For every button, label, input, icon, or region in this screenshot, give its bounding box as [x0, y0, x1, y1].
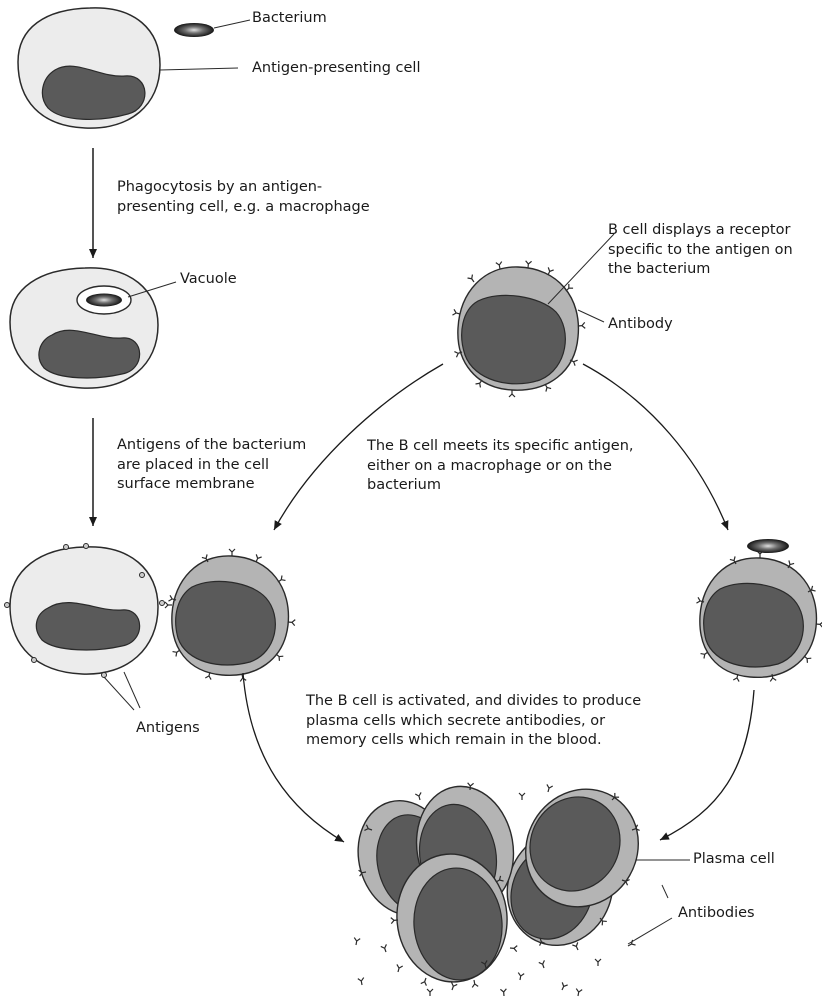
b-cell-at-bacterium [695, 550, 822, 683]
label-antigen-presenting-cell: Antigen-presenting cell [252, 60, 421, 76]
plasma-cell [525, 788, 639, 908]
macrophage-with-antigens [9, 546, 159, 675]
label-vacuole: Vacuole [180, 271, 237, 287]
antigens-leader-1 [103, 676, 135, 711]
antibodies-leader-1 [627, 917, 673, 945]
arrow-to-bacterium [582, 363, 729, 531]
label-antigens: Antigens [136, 720, 200, 736]
bound-bacterium [747, 539, 789, 553]
antigen-markers [4, 543, 165, 678]
receptor-leader [547, 233, 615, 305]
vacuole-leader [127, 281, 177, 298]
arrow-to-macrophage [273, 363, 444, 531]
cell-with-vacuole [9, 267, 159, 389]
label-b-cell-receptor: B cell displays a receptor specific to t… [608, 222, 793, 277]
label-antibodies: Antibodies [678, 905, 755, 921]
bacterium-leader [213, 19, 251, 29]
antibodies-leader-2 [661, 884, 669, 899]
label-b-cell-meets: The B cell meets its specific antigen, e… [367, 438, 634, 493]
vacuole [76, 285, 132, 315]
antibody-leader [577, 309, 605, 323]
label-b-cell-activated: The B cell is activated, and divides to … [306, 693, 642, 748]
apc-leader [159, 67, 239, 71]
antigens-leader-2 [123, 671, 141, 709]
antigen-presenting-cell [17, 7, 161, 129]
label-phagocytosis: Phagocytosis by an antigen- presenting c… [117, 179, 370, 215]
bacterium [174, 23, 214, 37]
label-plasma-cell: Plasma cell [693, 851, 775, 867]
plasma-cell [396, 853, 508, 983]
label-antigens-placed: Antigens of the bacterium are placed in … [117, 437, 307, 492]
arrow-left-to-plasma [242, 672, 345, 843]
label-antibody: Antibody [608, 316, 673, 332]
b-cell-with-receptors [451, 260, 586, 398]
plasma-cell-cluster [357, 782, 641, 989]
b-cell-at-macrophage [164, 548, 296, 683]
arrow-right-to-plasma [659, 689, 755, 841]
label-bacterium: Bacterium [252, 10, 327, 26]
